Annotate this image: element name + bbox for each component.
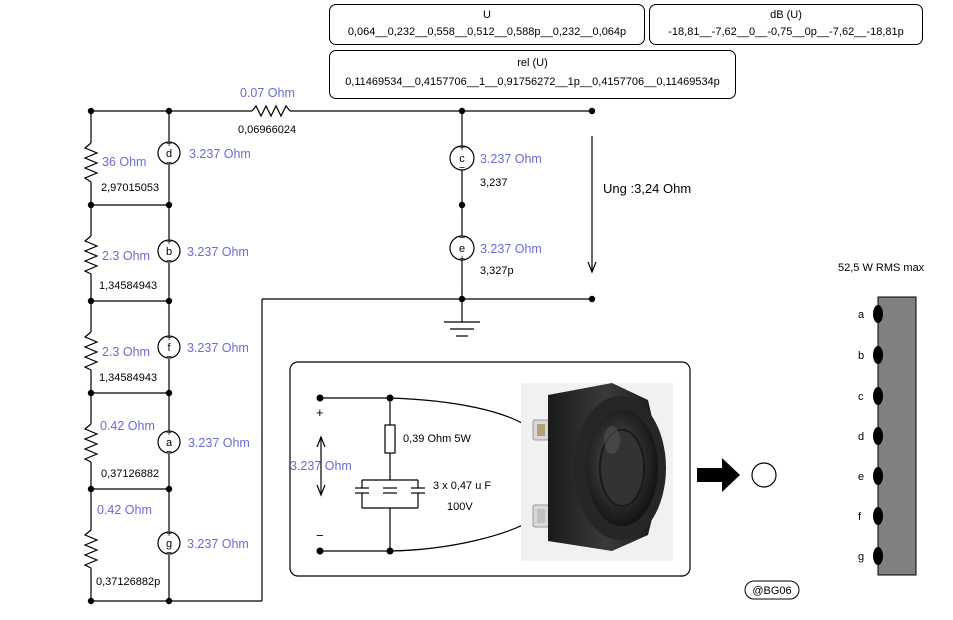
- table-u-values: 0,064__0,232__0,558__0,512__0,588p__0,23…: [347, 26, 627, 38]
- table-db-values: -18,81__-7,62__0__-0,75__0p__-7,62__-18,…: [668, 26, 904, 38]
- array-letter-c: c: [858, 391, 864, 403]
- table-rel-header: rel (U): [517, 57, 548, 69]
- polarity-mark: +: [166, 138, 172, 150]
- speaker-array-baffle: [877, 296, 917, 576]
- speaker-impedance-label: 3.237 Ohm: [189, 147, 251, 161]
- shunt-label: 0.42 Ohm: [97, 503, 152, 517]
- detail-capacitor-voltage: 100V: [447, 501, 473, 513]
- shunt-label: 2.3 Ohm: [102, 249, 150, 263]
- shunt-value: 0,37126882p: [96, 576, 160, 588]
- speaker-impedance-label: 3.237 Ohm: [187, 341, 249, 355]
- shunt-value: 0,37126882: [101, 468, 159, 480]
- speaker-a: a + −: [157, 427, 181, 458]
- polarity-mark: +: [459, 142, 465, 154]
- array-letter-b: b: [858, 350, 864, 362]
- detail-impedance-label: 3.237 Ohm: [290, 459, 352, 473]
- shunt-value: 1,34584943: [99, 372, 157, 384]
- shunt-label: 0.42 Ohm: [100, 419, 155, 433]
- speaker-f: f + −: [157, 332, 181, 363]
- polarity-mark: +: [166, 528, 172, 540]
- speaker-d: d + −: [157, 138, 181, 169]
- table-rel: rel (U) 0,11469534__0,4157706__1__0,9175…: [329, 50, 736, 99]
- shunt-label: 2.3 Ohm: [102, 345, 150, 359]
- plus-terminal: +: [316, 405, 324, 420]
- speaker-b: b + −: [157, 236, 181, 267]
- speaker-letter: f: [167, 342, 171, 354]
- speaker-letter: a: [166, 437, 173, 449]
- speaker-e: e − +: [449, 232, 475, 265]
- shunt-value: 1,34584943: [99, 280, 157, 292]
- minus-terminal: −: [316, 528, 324, 543]
- table-db-header: dB (U): [770, 9, 802, 21]
- speaker-value: 3,237: [480, 177, 508, 189]
- speaker-impedance-label: 3.237 Ohm: [187, 245, 249, 259]
- series-resistor-value: 0,06966024: [238, 124, 296, 136]
- detail-capacitor-label: 3 x 0,47 u F: [433, 480, 491, 492]
- speaker-array-cones: [873, 305, 883, 565]
- speaker-impedance-label: 3.237 Ohm: [480, 242, 542, 256]
- ung-label: Ung :3,24 Ohm: [603, 181, 691, 196]
- detail-resistor-label: 0,39 Ohm 5W: [403, 433, 471, 445]
- array-title: 52,5 W RMS max: [838, 262, 925, 274]
- polarity-mark: −: [166, 351, 172, 363]
- speaker-g: g + −: [157, 528, 181, 559]
- speaker-impedance-label: 3.237 Ohm: [188, 436, 250, 450]
- polarity-mark: −: [166, 547, 172, 559]
- table-u: U 0,064__0,232__0,558__0,512__0,588p__0,…: [329, 4, 645, 45]
- array-letter-f: f: [858, 511, 862, 523]
- speaker-letter: c: [459, 153, 465, 165]
- series-resistor-label: 0.07 Ohm: [240, 86, 295, 100]
- polarity-mark: +: [166, 332, 172, 344]
- array-letter-e: e: [858, 471, 864, 483]
- array-letter-d: d: [858, 431, 864, 443]
- speaker-letter: b: [166, 246, 172, 258]
- polarity-mark: −: [166, 255, 172, 267]
- polarity-mark: +: [166, 427, 172, 439]
- author-badge: @BG06: [752, 585, 791, 597]
- array-letter-a: a: [858, 309, 865, 321]
- speaker-letter: e: [459, 243, 465, 255]
- table-rel-values: 0,11469534__0,4157706__1__0,91756272__1p…: [345, 76, 720, 88]
- array-letter-g: g: [858, 551, 864, 563]
- speaker-impedance-label: 3.237 Ohm: [187, 537, 249, 551]
- polarity-mark: −: [166, 446, 172, 458]
- shunt-value: 2,97015053: [101, 182, 159, 194]
- speaker-value: 3,327p: [480, 265, 514, 277]
- shunt-label: 36 Ohm: [102, 155, 146, 169]
- polarity-mark: −: [459, 232, 465, 244]
- polarity-mark: +: [459, 253, 465, 265]
- tweeter-photo: [521, 383, 673, 561]
- speaker-letter: d: [166, 148, 172, 160]
- speaker-c: c + −: [449, 142, 475, 174]
- speaker-impedance-label: 3.237 Ohm: [480, 152, 542, 166]
- speaker-letter: g: [166, 538, 172, 550]
- output-arrow: [697, 458, 740, 492]
- polarity-mark: +: [166, 236, 172, 248]
- polarity-mark: −: [166, 157, 172, 169]
- polarity-mark: −: [459, 162, 465, 174]
- table-db: dB (U) -18,81__-7,62__0__-0,75__0p__-7,6…: [649, 4, 923, 45]
- output-circle: [751, 462, 777, 488]
- table-u-header: U: [483, 9, 491, 21]
